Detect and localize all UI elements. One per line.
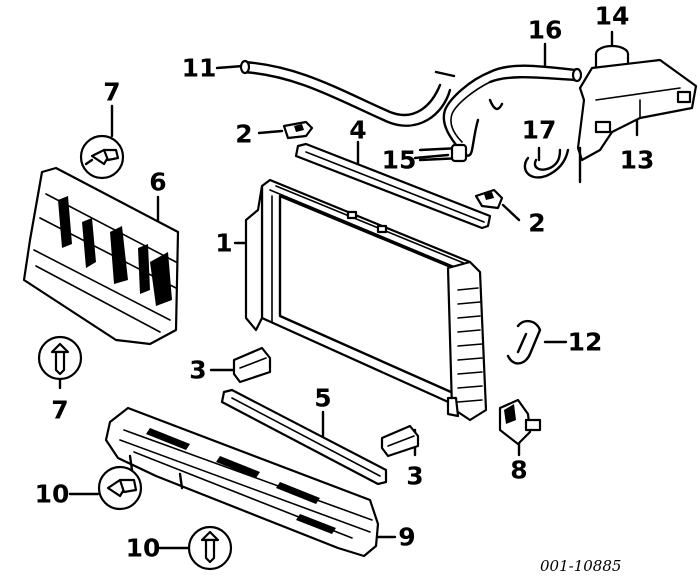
coolant-reservoir	[576, 44, 698, 184]
upper-bracket-right	[474, 188, 504, 210]
reference-number: 001-10885	[540, 557, 622, 575]
callout-17: 17	[521, 115, 557, 145]
callout-6: 6	[149, 167, 167, 197]
callout-3-left: 3	[189, 355, 207, 385]
push-pin-bottom	[187, 525, 233, 571]
callout-3-right: 3	[406, 461, 424, 491]
push-pin-middle	[97, 465, 143, 511]
callout-10-bottom: 10	[125, 533, 161, 563]
upper-radiator-hose	[239, 59, 456, 127]
air-deflector	[22, 166, 180, 346]
lower-bracket	[498, 398, 542, 446]
callout-2-right: 2	[528, 208, 546, 238]
lower-seal	[220, 388, 388, 486]
push-pin-upper	[79, 134, 125, 180]
callout-13: 13	[619, 145, 655, 175]
callout-2-upper: 2	[235, 119, 253, 149]
callout-12: 12	[567, 327, 603, 357]
lower-splash-shield	[104, 406, 380, 558]
callout-4: 4	[349, 115, 367, 145]
callout-5: 5	[314, 383, 332, 413]
callout-14: 14	[594, 1, 630, 31]
callout-8: 8	[510, 455, 528, 485]
callout-1: 1	[215, 228, 233, 258]
callout-16: 16	[527, 15, 563, 45]
callout-15: 15	[381, 145, 417, 175]
callout-7-lower: 7	[51, 395, 69, 425]
push-pin-lower	[37, 335, 83, 381]
callout-10-middle: 10	[34, 479, 70, 509]
lower-insulator-right	[380, 424, 420, 458]
lower-radiator-hose	[506, 319, 542, 365]
upper-seal	[294, 142, 492, 230]
radiator	[244, 178, 476, 412]
lower-insulator-left	[232, 346, 272, 384]
radiator-tank-right	[446, 260, 488, 422]
reservoir-hose	[523, 148, 570, 179]
overflow-hose	[442, 64, 583, 157]
bypass-hose	[418, 143, 468, 163]
callout-9: 9	[398, 522, 416, 552]
callout-7-upper: 7	[103, 77, 121, 107]
upper-bracket-left	[282, 120, 314, 140]
callout-11: 11	[181, 53, 217, 83]
